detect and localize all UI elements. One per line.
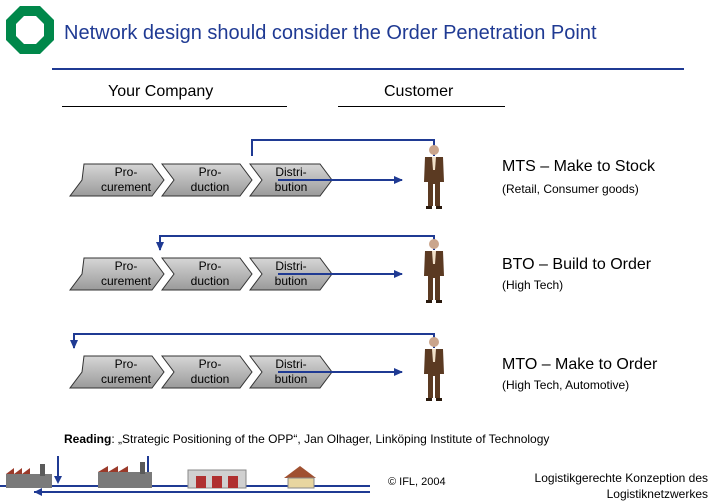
- supply-chain-strip: [0, 456, 370, 496]
- header-customer: Customer: [384, 83, 454, 100]
- customer-icon: [424, 337, 444, 401]
- mode-subtitle-mts: (Retail, Consumer goods): [502, 182, 639, 196]
- order-arrow-mto: [70, 333, 435, 349]
- customer-icon: [424, 145, 444, 209]
- factory-icon: [98, 462, 152, 488]
- copyright: © IFL, 2004: [388, 476, 446, 488]
- mode-title-mts: MTS – Make to Stock: [502, 158, 655, 175]
- chevron-production: [161, 163, 253, 197]
- stage-label-procurement: Pro- curement: [100, 259, 152, 288]
- chevron-procurement: [69, 257, 165, 291]
- stage-label-production: Pro- duction: [190, 259, 230, 288]
- house-icon: [284, 466, 316, 489]
- chevron-procurement: [69, 163, 165, 197]
- title-divider: [52, 68, 684, 70]
- header-customer-underline: [338, 106, 505, 107]
- row-mts: [69, 139, 444, 209]
- reading-reference: Reading: „Strategic Positioning of the O…: [64, 432, 549, 446]
- order-arrow-mts: [251, 139, 435, 156]
- warehouse-icon: [187, 469, 247, 489]
- mode-title-mto: MTO – Make to Order: [502, 356, 658, 373]
- reading-text: : „Strategic Positioning of the OPP“, Ja…: [111, 432, 550, 446]
- stage-label-procurement: Pro- curement: [100, 165, 152, 194]
- row-mto: [69, 333, 444, 401]
- customer-icon: [424, 239, 444, 303]
- reading-label: Reading: [64, 432, 112, 446]
- stage-label-production: Pro- duction: [190, 165, 230, 194]
- row-bto: [69, 235, 444, 303]
- chevron-production: [161, 355, 253, 389]
- mode-subtitle-mto: (High Tech, Automotive): [502, 378, 630, 392]
- stage-label-distribution: Distri- bution: [274, 259, 308, 288]
- chevron-procurement: [69, 355, 165, 389]
- stage-label-procurement: Pro- curement: [100, 357, 152, 386]
- stage-label-production: Pro- duction: [190, 357, 230, 386]
- header-your-company: Your Company: [108, 83, 214, 100]
- factory-icon: [6, 464, 52, 488]
- stage-label-distribution: Distri- bution: [274, 165, 308, 194]
- mode-title-bto: BTO – Build to Order: [502, 256, 652, 273]
- chevron-production: [161, 257, 253, 291]
- page-title: Network design should consider the Order…: [64, 22, 597, 44]
- stage-label-distribution: Distri- bution: [274, 357, 308, 386]
- footer-course-title: Logistikgerechte Konzeption des Logistik…: [534, 471, 708, 501]
- order-arrow-bto: [156, 235, 435, 251]
- logo-icon: [6, 6, 54, 54]
- header-company-underline: [62, 106, 287, 107]
- mode-subtitle-bto: (High Tech): [502, 278, 564, 292]
